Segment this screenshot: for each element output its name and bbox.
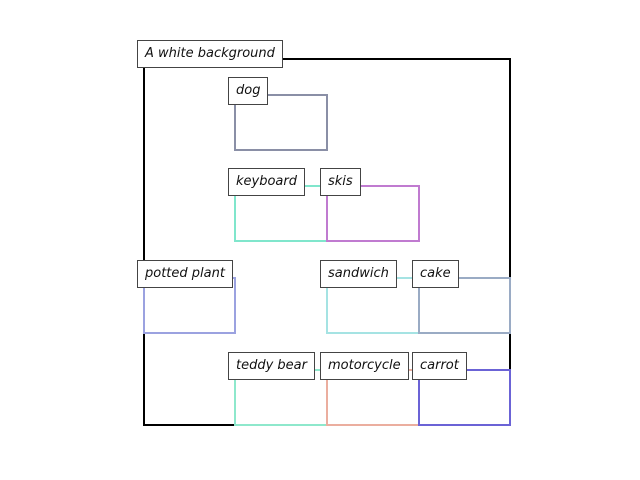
- scene-label: A white background: [137, 40, 283, 68]
- box-dog: [234, 94, 328, 151]
- box-cake: [418, 277, 511, 334]
- label-carrot: carrot: [412, 352, 467, 380]
- label-keyboard: keyboard: [228, 168, 305, 196]
- box-skis: [326, 185, 420, 242]
- label-sandwich: sandwich: [320, 260, 397, 288]
- label-motorcycle: motorcycle: [320, 352, 409, 380]
- label-teddy-bear: teddy bear: [228, 352, 315, 380]
- label-dog: dog: [228, 77, 269, 105]
- label-potted-plant: potted plant: [137, 260, 233, 288]
- label-skis: skis: [320, 168, 361, 196]
- label-cake: cake: [412, 260, 459, 288]
